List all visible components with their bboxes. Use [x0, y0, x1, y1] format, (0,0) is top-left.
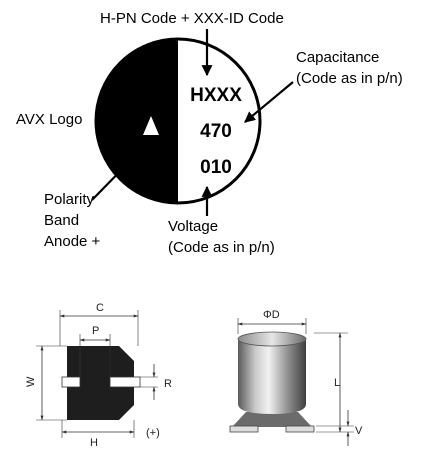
top-view-capacitor: HXXX 470 010 — [94, 37, 262, 205]
capacitor-can — [238, 339, 306, 414]
dimension-label-d: ΦD — [263, 309, 280, 321]
label-voltage-code: (Code as in p/n) — [168, 239, 275, 256]
dimension-label-l: L — [334, 377, 340, 389]
marking-capacitance: 470 — [200, 121, 232, 142]
dimension-label-v: V — [355, 425, 363, 437]
label-capacitance: Capacitance — [296, 49, 379, 66]
footprint-drawing: C P W R H (+) — [25, 302, 172, 449]
seat-plate — [232, 412, 312, 427]
capacitor-outline — [94, 37, 262, 205]
dimension-label-w: W — [25, 376, 37, 387]
label-polarity: Polarity — [44, 191, 95, 208]
anode-marker-label: (+) — [146, 427, 160, 439]
arrow-capacitance — [244, 81, 294, 123]
footprint-body — [67, 346, 134, 420]
arrow-polarity — [91, 156, 135, 201]
side-view-drawing: ΦD L V — [229, 309, 363, 446]
terminal-left — [229, 425, 259, 433]
avx-logo-icon — [143, 116, 159, 135]
dimension-label-r: R — [164, 378, 172, 390]
polarity-band — [96, 39, 178, 203]
label-capacitance-code: (Code as in p/n) — [296, 70, 403, 87]
label-anode: Anode + — [44, 233, 101, 250]
dimension-label-p: P — [92, 325, 99, 337]
dimension-label-h: H — [90, 437, 98, 449]
label-band: Band — [44, 212, 79, 229]
label-avx-logo: AVX Logo — [16, 111, 82, 128]
marking-voltage: 010 — [200, 157, 232, 178]
terminal-right — [285, 425, 315, 433]
label-hpn-code: H-PN Code + XXX-ID Code — [100, 10, 284, 27]
marking-hpn: HXXX — [190, 85, 242, 106]
footprint-pad-right — [109, 376, 141, 388]
capacitor-top — [237, 331, 307, 347]
label-voltage: Voltage — [168, 218, 218, 235]
footprint-pad-left — [61, 376, 81, 388]
dimension-label-c: C — [96, 302, 104, 314]
